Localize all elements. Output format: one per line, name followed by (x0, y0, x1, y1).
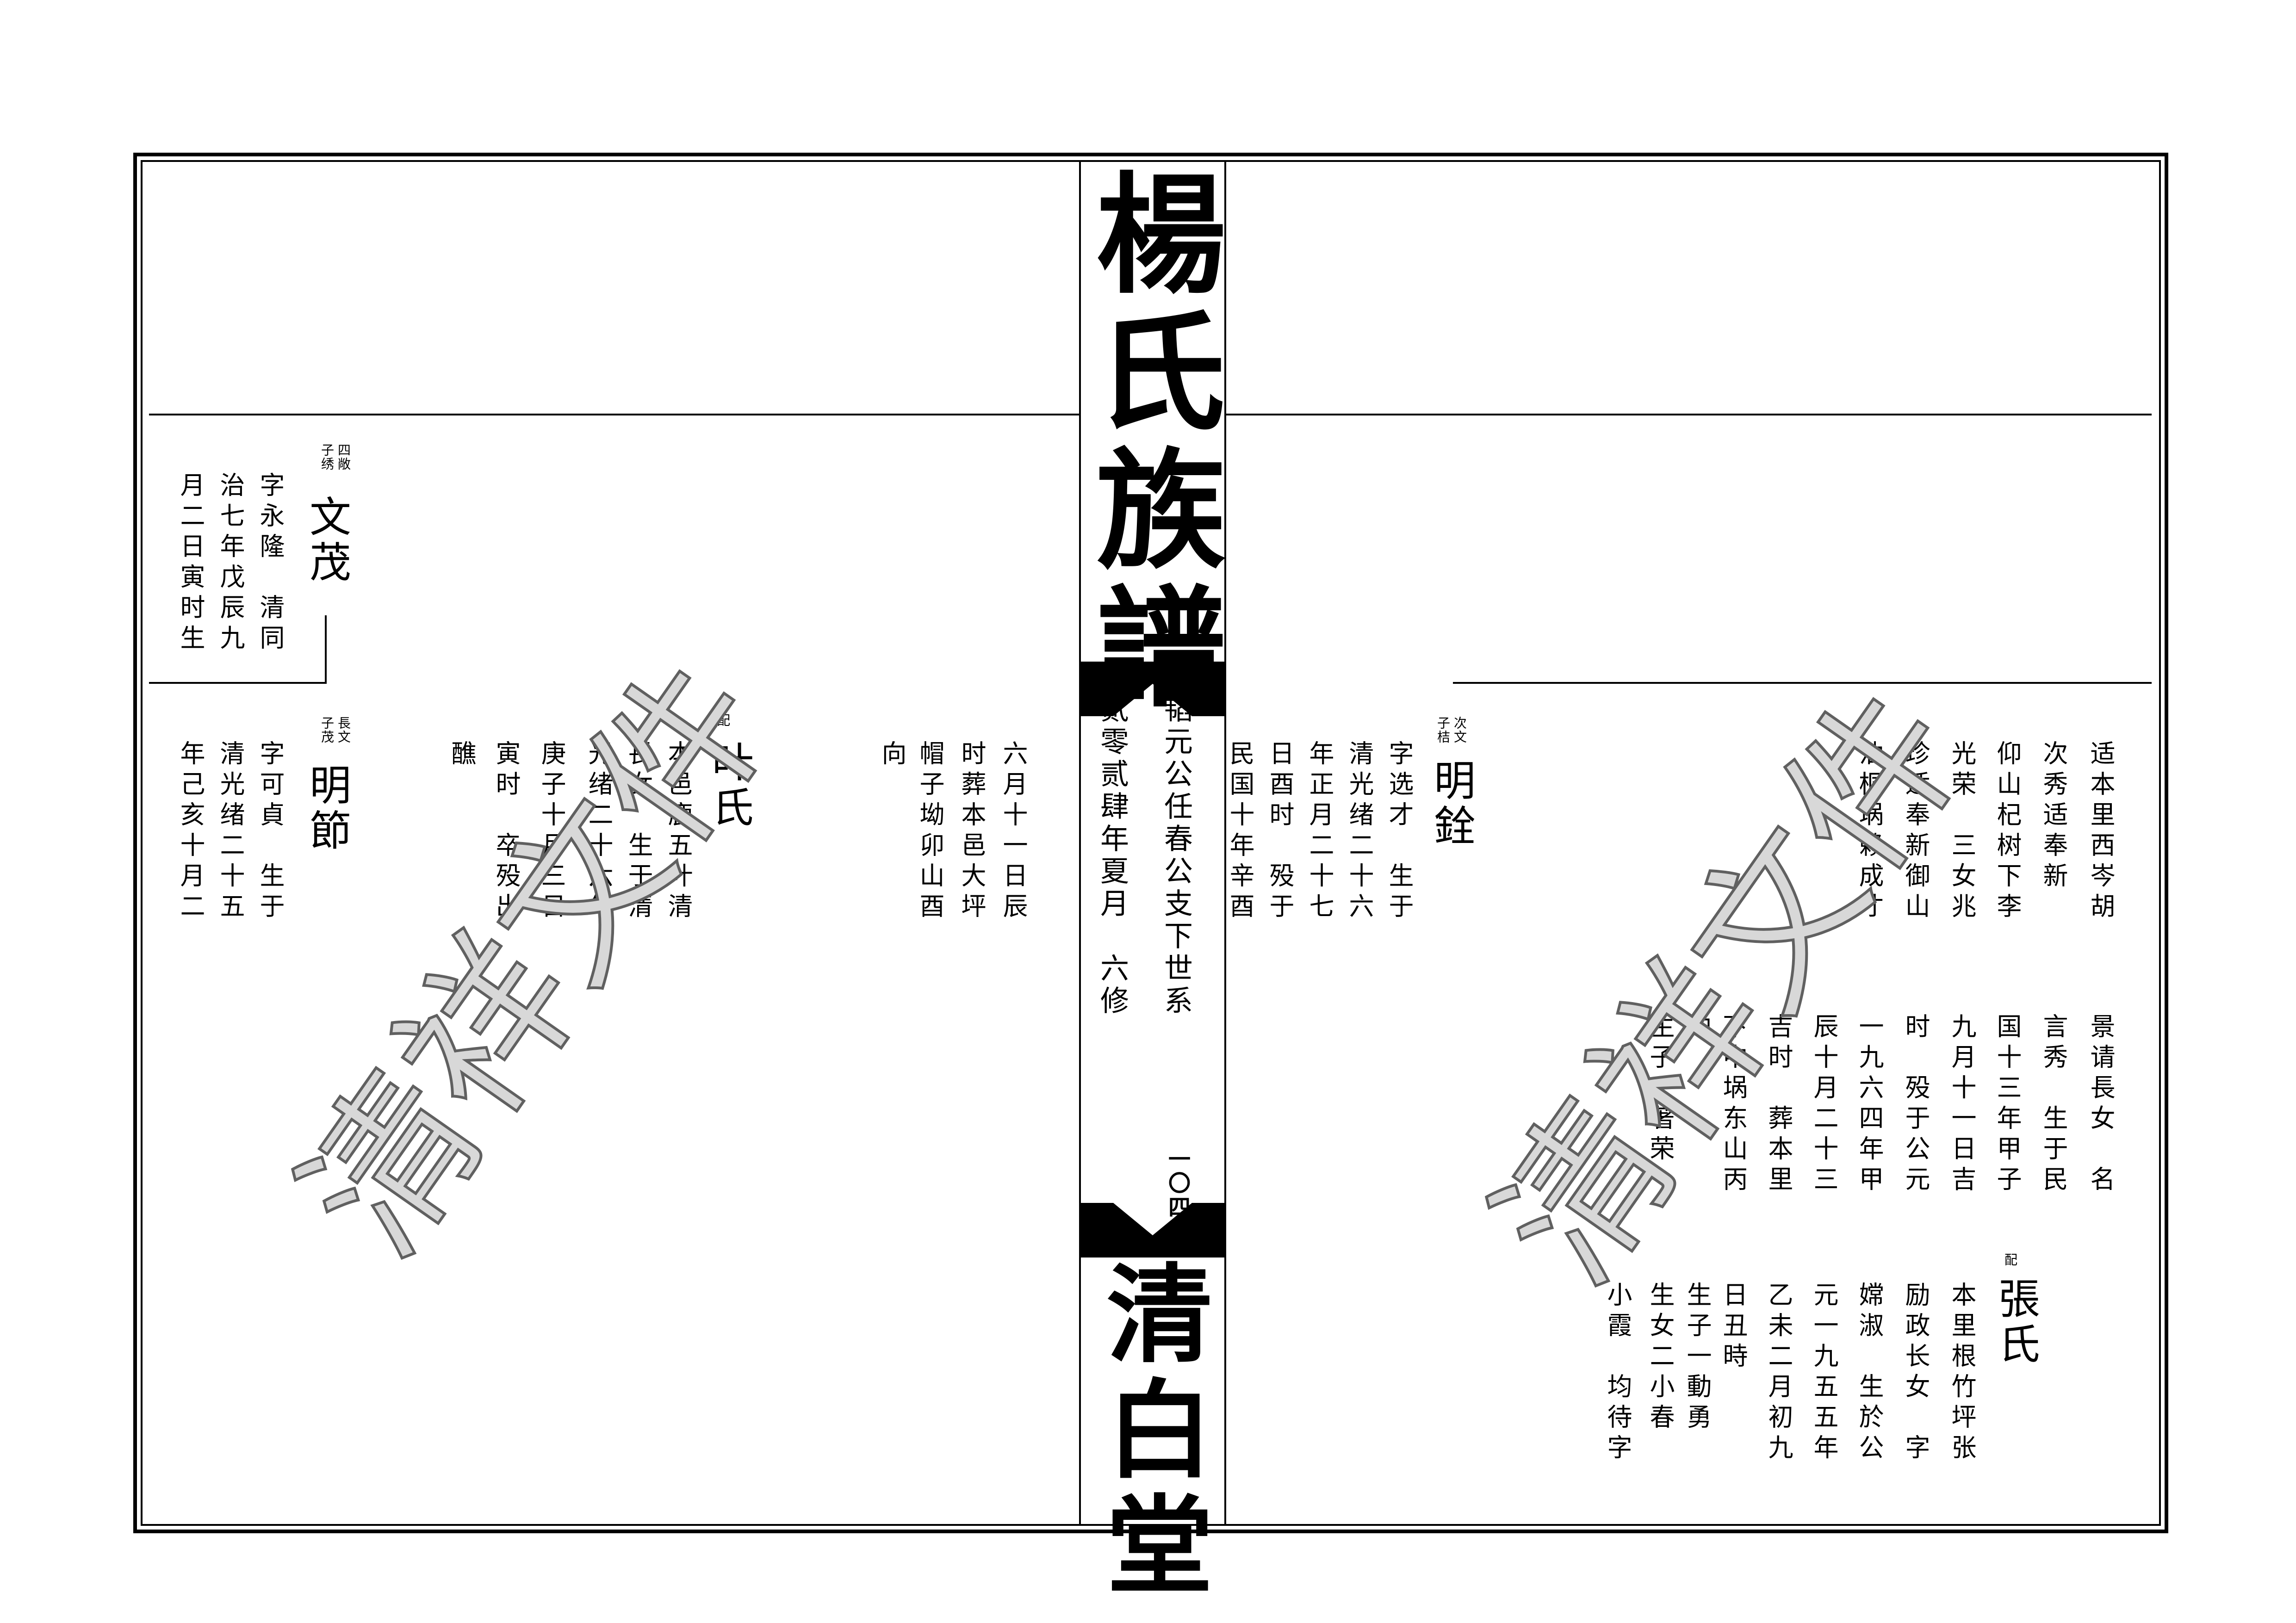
mingjie-line-1: 字可貞 生于 (255, 740, 285, 923)
zhang-line-1: 本里根竹坪张 (1947, 1282, 1976, 1465)
jingqing-line-9: 下中埚东山丙 (1719, 1013, 1748, 1196)
wenmao-rank-1: 四敞 (336, 443, 351, 471)
zhang-spouse-label: 配 (2003, 1253, 2018, 1267)
zhang-line-5: 乙未二月初九 (1764, 1282, 1793, 1465)
spine-title: 楊氏族譜 (1074, 167, 1226, 718)
zhang-line-6: 日丑時 (1719, 1282, 1748, 1373)
ye-line-2: 長女 生于清 (624, 740, 653, 923)
spine-subtitle: 韬元公任春公支下世系 (1159, 694, 1193, 1018)
zhang-name: 張氏 (1991, 1277, 2040, 1368)
page-frame-outer (133, 153, 2168, 1533)
wenmao-name: 文茂 (302, 495, 351, 586)
jingqing-line-6: 一九六四年甲 (1855, 1013, 1884, 1196)
spine-divider-bottom (1081, 1203, 1224, 1258)
zhang-line-3: 嫦淑 生於公 (1855, 1282, 1884, 1465)
ye-line-6: 醮 (447, 740, 476, 771)
jingqing-line-2: 言秀 生于民 (2039, 1013, 2068, 1196)
spine-column (1079, 160, 1226, 1526)
zhang-line-7: 生子一動勇 (1682, 1282, 1712, 1434)
wenmao-line-1: 字永隆 清同 (255, 472, 285, 655)
jingqing-line-4: 九月十一日吉 (1947, 1013, 1976, 1196)
jingqing-line-10: 向 (1682, 1013, 1712, 1044)
mingquan-line-5: 民国十年辛酉 (1225, 740, 1254, 923)
zhang-line-4: 元一九五五年 (1809, 1282, 1838, 1465)
mingquan-line-1: 字选才 生于 (1384, 740, 1414, 923)
right-upper-rule (1226, 414, 2152, 415)
daughters-line-4: 光荣 三女兆 (1947, 740, 1976, 923)
jingqing-line-8: 吉时 葬本里 (1764, 1013, 1793, 1196)
burial-line-4: 向 (877, 740, 906, 771)
spine-divider-top (1081, 662, 1224, 716)
spine-page-number: 一〇四 (1164, 1147, 1190, 1220)
ye-line-4: 庚子十月三日 (537, 740, 566, 923)
wenmao-line-2: 治七年戊辰九 (216, 472, 245, 655)
daughters-line-2: 次秀适奉新 (2039, 740, 2068, 893)
daughters-line-1: 适本里西岑胡 (2086, 740, 2115, 923)
right-lineage-rule (1453, 682, 2152, 684)
burial-line-3: 帽子坳卯山酉 (915, 740, 944, 923)
mingquan-rank-2: 子桔 (1435, 716, 1451, 744)
spine-edition: 贰零贰肆年夏月 六修 (1095, 694, 1129, 1018)
jingqing-line-7: 辰十月二十三 (1809, 1013, 1838, 1196)
jingqing-line-11: 生子一著荣 (1645, 1013, 1675, 1166)
left-lineage-stem (325, 615, 327, 684)
wenmao-rank-2: 子绣 (319, 443, 335, 471)
left-upper-rule (149, 414, 1079, 415)
mingjie-rank-2: 子茂 (319, 716, 335, 744)
zhang-line-2: 励政长女 字 (1901, 1282, 1930, 1465)
ye-name: 叶氏 (705, 740, 753, 831)
mingquan-rank-1: 次文 (1452, 716, 1467, 744)
daughters-line-3: 仰山杞树下李 (1992, 740, 2022, 923)
daughters-line-6: 油桐埚赖成才 (1855, 740, 1884, 923)
mingquan-line-2: 清光绪二十六 (1345, 740, 1374, 923)
burial-line-1: 六月十一日辰 (999, 740, 1028, 923)
zhang-line-8: 生女二小春 (1645, 1282, 1675, 1434)
left-lineage-connector (149, 682, 327, 684)
mingquan-line-3: 年正月二十七 (1305, 740, 1334, 923)
mingjie-line-2: 清光绪二十五 (216, 740, 245, 923)
ye-line-3: 光绪二十六年 (584, 740, 613, 923)
ye-spouse-label: 配 (715, 713, 731, 727)
ye-line-1: 本邑鹿五叶清 (664, 740, 693, 923)
wenmao-line-3: 月二日寅时生 (176, 472, 205, 655)
jingqing-line-3: 国十三年甲子 (1992, 1013, 2022, 1196)
spine-hall-name: 清白堂 (1088, 1258, 1213, 1605)
daughters-line-5: 珍适奉新御山 (1901, 740, 1930, 923)
page-frame-inner (141, 160, 2161, 1526)
jingqing-line-5: 时 殁于公元 (1901, 1013, 1930, 1196)
mingjie-rank-1: 長文 (336, 716, 351, 744)
mingquan-line-4: 日酉时 殁于 (1265, 740, 1294, 923)
zhang-line-9: 小霞 均待字 (1603, 1282, 1632, 1465)
mingjie-line-3: 年己亥十月二 (176, 740, 205, 923)
jingqing-line-1: 景请長女 名 (2086, 1013, 2115, 1196)
mingjie-name: 明節 (302, 763, 351, 854)
mingquan-name: 明銓 (1427, 759, 1475, 849)
burial-line-2: 时葬本邑大坪 (957, 740, 986, 923)
ye-line-5: 寅时 卒殁出 (491, 740, 521, 923)
